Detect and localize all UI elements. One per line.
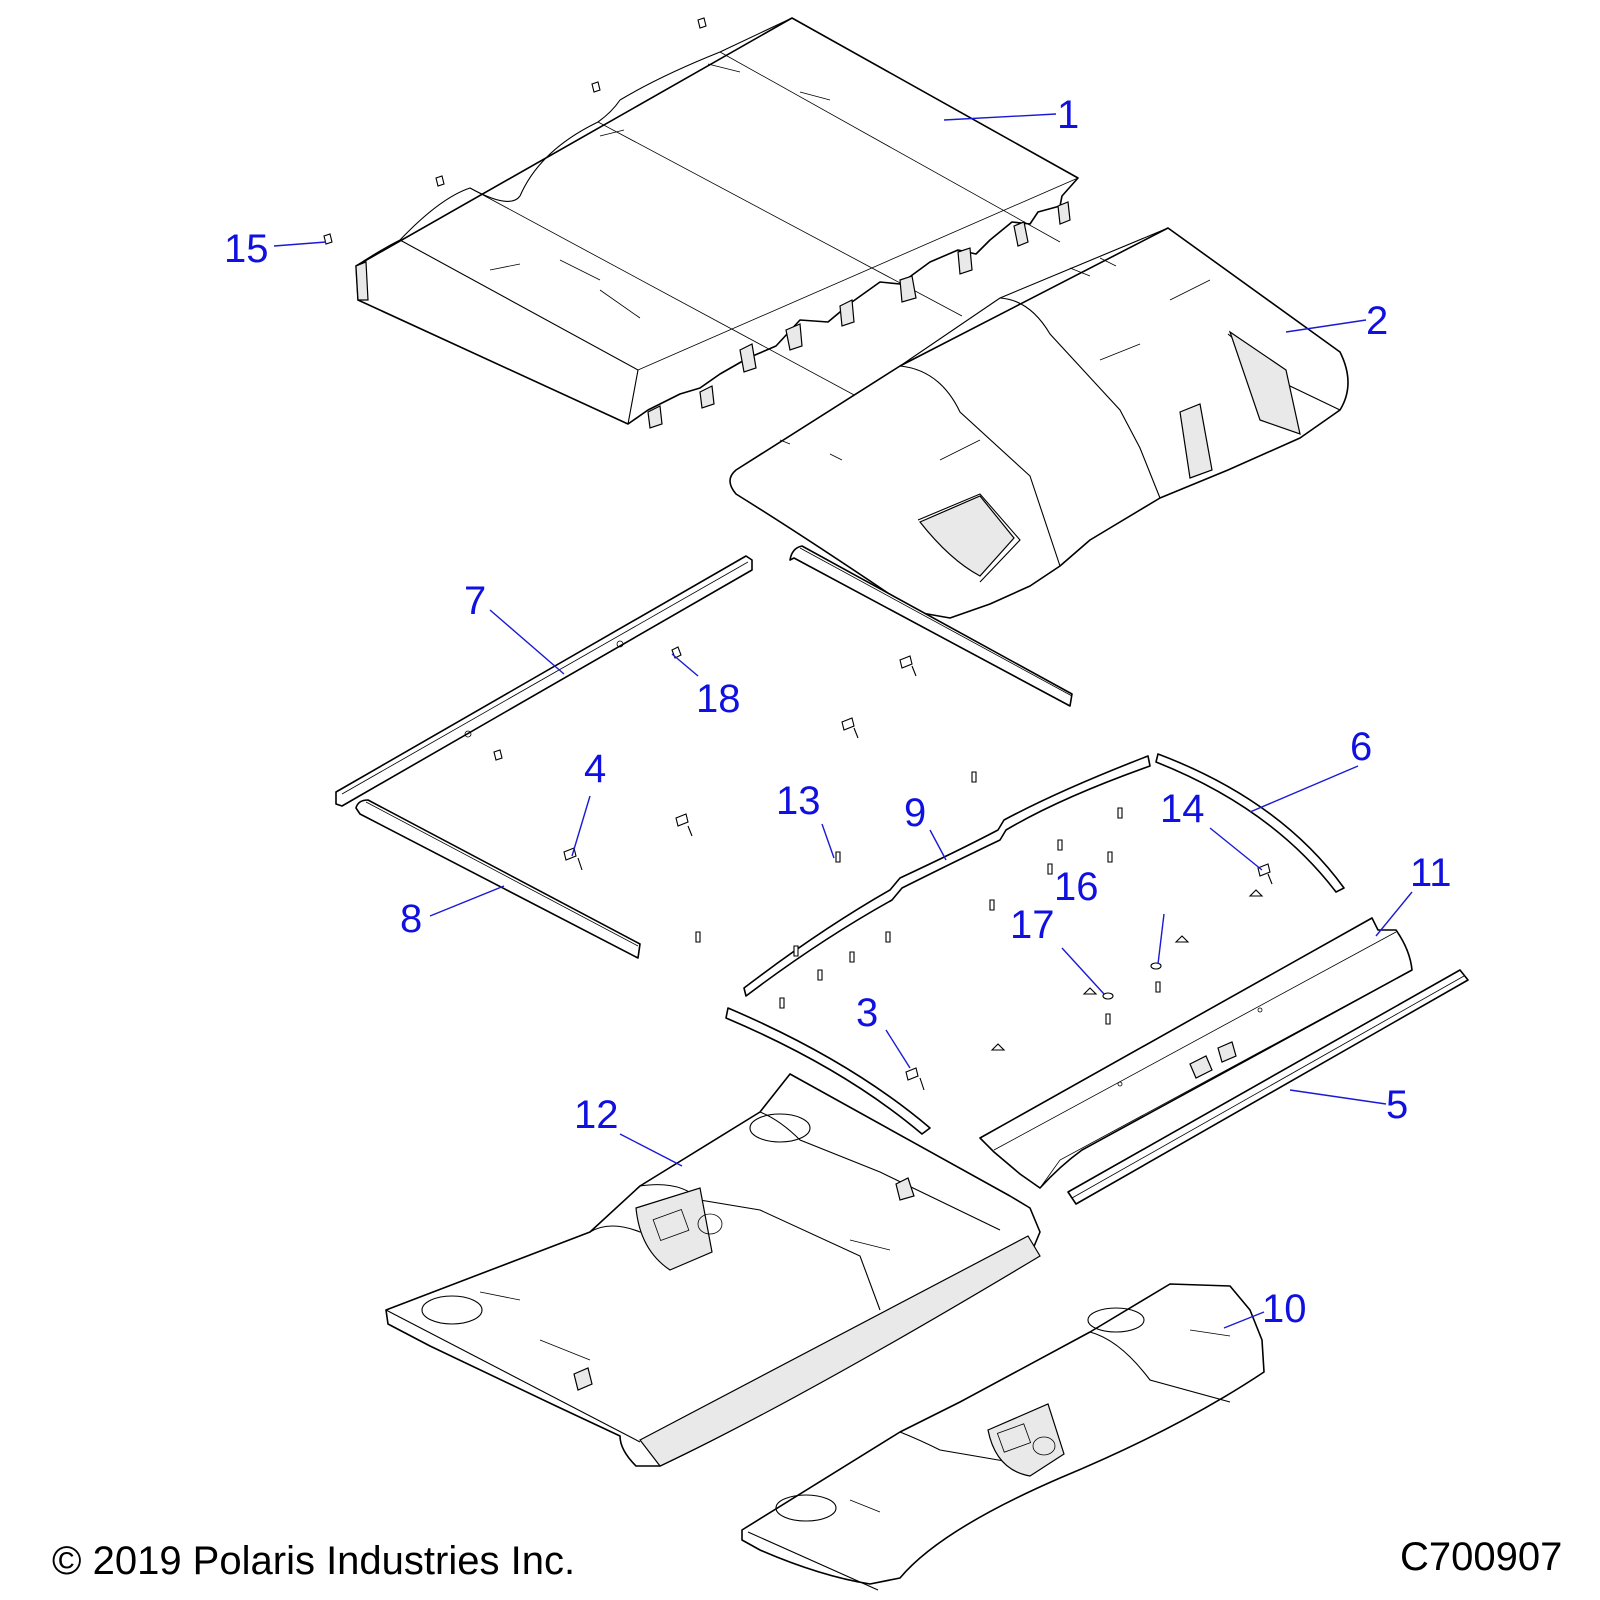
callout-10: 10 [1262, 1287, 1307, 1331]
part-2-roof-cap [729, 227, 1349, 619]
callout-11: 11 [1410, 851, 1452, 895]
callout-9: 9 [904, 791, 926, 835]
callout-18: 18 [696, 677, 741, 721]
callout-4: 4 [584, 747, 606, 791]
part-8-strip [355, 799, 641, 959]
part-11-cross-panel [979, 917, 1413, 1189]
callout-12: 12 [574, 1093, 619, 1137]
small-fasteners [493, 646, 1273, 1091]
callout-15: 15 [224, 227, 269, 271]
callout-1: 1 [1057, 93, 1079, 137]
callout-labels: 1 2 3 4 5 6 7 8 9 10 11 12 13 14 15 16 1… [224, 93, 1452, 1331]
drawing-number: C700907 [1400, 1535, 1562, 1579]
part-5-bar [1067, 969, 1469, 1205]
copyright-text: © 2019 Polaris Industries Inc. [52, 1539, 575, 1583]
callout-17: 17 [1010, 903, 1055, 947]
callout-8: 8 [400, 897, 422, 941]
callout-2: 2 [1366, 299, 1388, 343]
leader-lines [273, 113, 1413, 1329]
callout-14: 14 [1160, 787, 1205, 831]
part-6-seal [1155, 753, 1345, 893]
upper-right-strip [789, 545, 1073, 707]
callout-5: 5 [1386, 1083, 1408, 1127]
callout-13: 13 [776, 779, 821, 823]
part-10-headliner [741, 1283, 1265, 1591]
fastener-group-top [323, 17, 707, 245]
part-12-headliner [385, 1073, 1041, 1467]
part-7-strip [335, 555, 753, 807]
callout-6: 6 [1350, 725, 1372, 769]
part-1-roof-panel [355, 17, 1079, 429]
callout-3: 3 [856, 991, 878, 1035]
part-9-seal [743, 755, 1151, 997]
callout-16: 16 [1054, 865, 1099, 909]
callout-7: 7 [464, 579, 486, 623]
lower-left-seal [725, 1007, 931, 1135]
